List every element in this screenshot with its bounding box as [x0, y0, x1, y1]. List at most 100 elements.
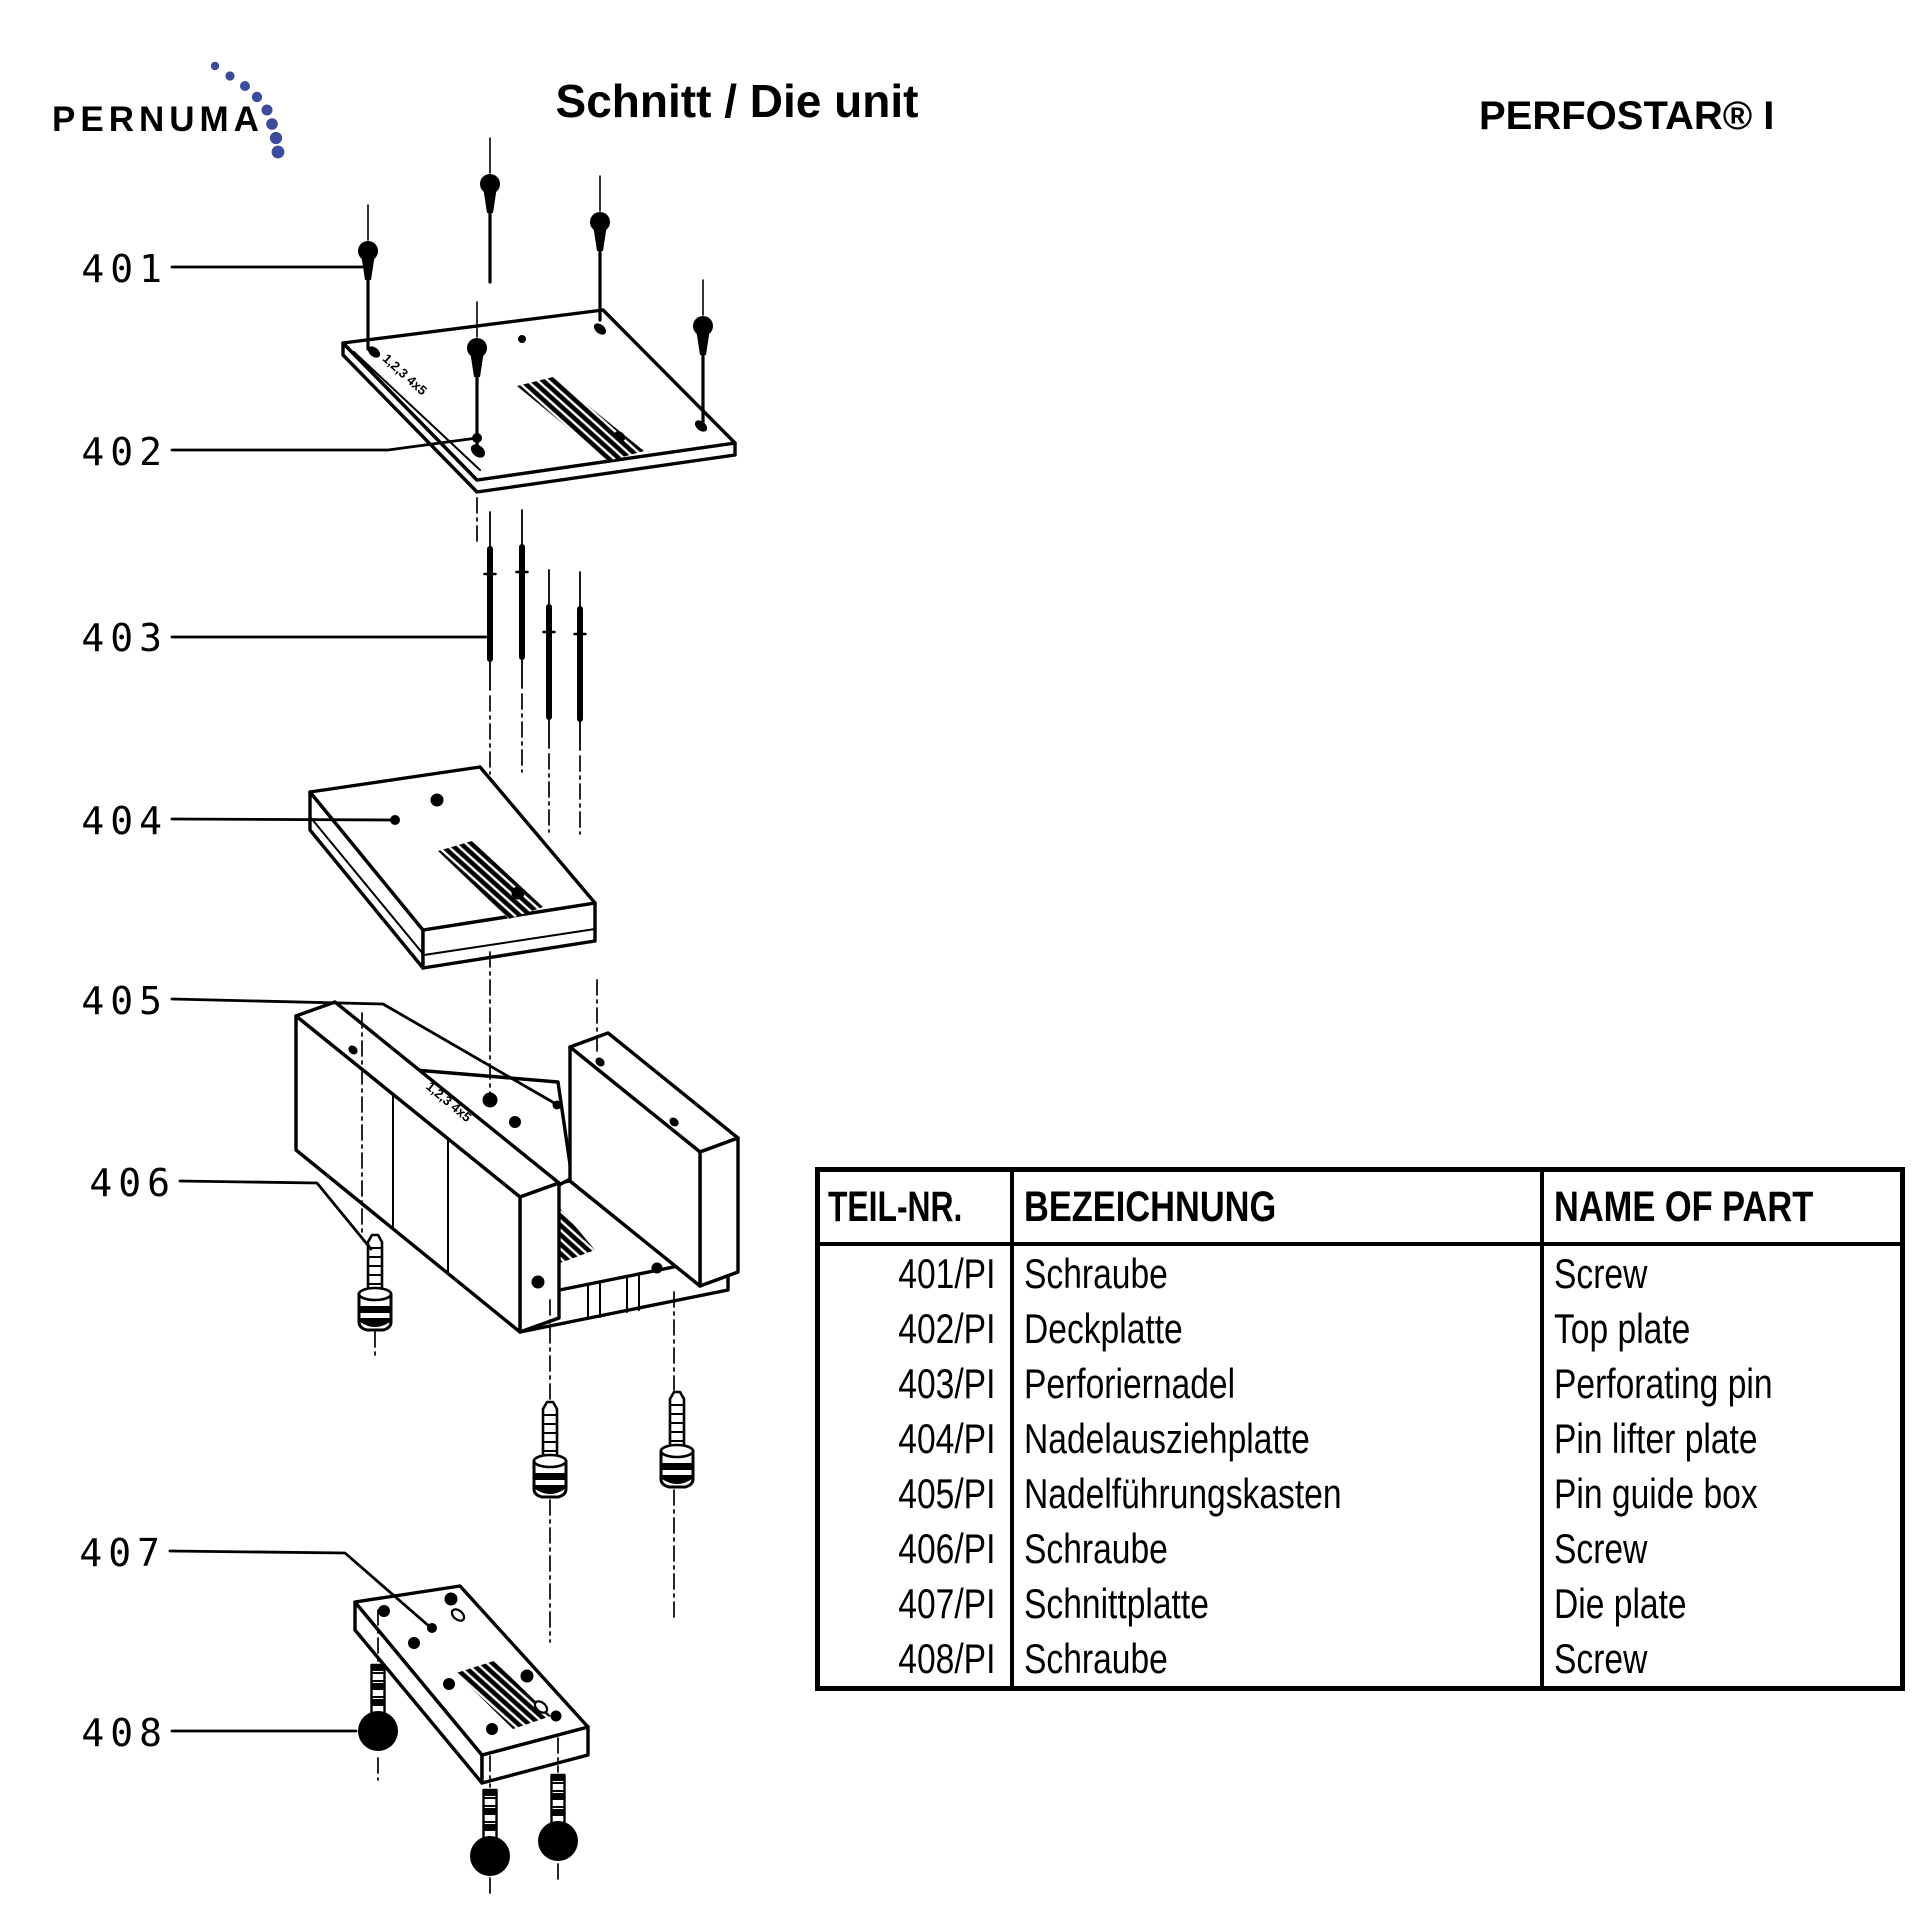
leader-line-407 — [168, 1549, 432, 1629]
callouts: 401 402 403 404 405 406 407 408 — [79, 247, 562, 1755]
part-number: 407/PI — [898, 1579, 996, 1627]
left-wall-end-face — [518, 1181, 561, 1334]
col-header-bezeichnung: BEZEICHNUNG — [1023, 1182, 1276, 1231]
leader-line-404 — [170, 817, 395, 822]
top-plate-402: 1,2,3 4x5 — [341, 308, 737, 494]
part-number: 403/PI — [898, 1359, 996, 1407]
table-row: 408/PI Schraube Screw — [818, 1631, 1903, 1689]
table-row: 406/PI Schraube Screw — [818, 1521, 1903, 1576]
part-name-en: Top plate — [1553, 1304, 1690, 1352]
screw-401-glyph — [356, 203, 380, 351]
table-row: 402/PI Deckplatte Top plate — [818, 1301, 1903, 1356]
part-name-de: Schnittplatte — [1023, 1579, 1209, 1627]
wall-hole — [595, 1057, 605, 1067]
die-plate-perforation-band — [456, 1661, 551, 1729]
right-wall-end-face — [698, 1136, 740, 1288]
part-number: 408/PI — [898, 1634, 996, 1682]
perforating-pins-403 — [483, 508, 587, 836]
part-name-en: Screw — [1553, 1249, 1647, 1297]
leader-line-402 — [170, 436, 479, 452]
part-number: 401/PI — [898, 1249, 996, 1297]
callout-label-406: 406 — [89, 1161, 176, 1205]
table-row: 405/PI Nadelführungskasten Pin guide box — [818, 1466, 1903, 1521]
part-name-de: Schraube — [1023, 1634, 1168, 1682]
part-name-en: Pin guide box — [1553, 1469, 1758, 1517]
part-name-de: Schraube — [1023, 1524, 1168, 1572]
plate-hole-small — [518, 335, 526, 343]
col-header-name-of-part: NAME OF PART — [1553, 1182, 1813, 1231]
callout-label-405: 405 — [81, 979, 168, 1023]
plate-hole — [378, 1605, 390, 1617]
base-hole — [651, 1262, 663, 1274]
leader-line-405 — [170, 997, 558, 1106]
screw-406-glyph — [659, 1390, 695, 1489]
callout-label-401: 401 — [81, 247, 168, 291]
plate-hole — [408, 1637, 420, 1649]
plate-hole — [430, 793, 444, 807]
deck-hole — [509, 1116, 521, 1128]
screw-401-glyph — [588, 174, 612, 322]
screw-406-glyph — [357, 1233, 393, 1332]
plate-open-hole — [450, 1608, 466, 1622]
screw-401-glyph — [478, 136, 502, 284]
wall-hole — [669, 1117, 679, 1127]
plate-hole — [470, 444, 486, 458]
logo-wordmark: PERNUMA — [52, 100, 264, 139]
perforating-pin-glyph — [515, 508, 529, 774]
base-notches — [587, 1274, 640, 1320]
plate-hole — [443, 1678, 455, 1690]
screw-408-glyph — [468, 1788, 512, 1878]
perforating-pin-glyph — [573, 570, 587, 836]
logo-dots-icon — [210, 61, 285, 159]
parts-table-header-row: TEIL-NR. BEZEICHNUNG NAME OF PART — [817, 1169, 1903, 1246]
leader-dot — [427, 1623, 437, 1633]
part-name-de: Schraube — [1023, 1249, 1168, 1297]
plate-hole — [593, 323, 607, 335]
part-number: 402/PI — [898, 1304, 996, 1352]
part-name-de: Nadelführungskasten — [1023, 1469, 1342, 1517]
pin-lifter-plate-404 — [308, 765, 597, 970]
table-row: 407/PI Schnittplatte Die plate — [818, 1576, 1903, 1631]
part-name-de: Nadelausziehplatte — [1023, 1414, 1310, 1462]
screw-408-glyph — [356, 1663, 400, 1753]
right-wall-front-face — [568, 1045, 702, 1288]
part-name-en: Screw — [1553, 1524, 1647, 1572]
leader-dot — [472, 433, 482, 443]
perforating-pin-glyph — [542, 568, 556, 834]
part-name-de: Deckplatte — [1023, 1304, 1183, 1352]
part-name-en: Pin lifter plate — [1553, 1414, 1758, 1462]
part-number: 405/PI — [898, 1469, 996, 1517]
part-name-en: Perforating pin — [1553, 1359, 1773, 1407]
plate-open-hole — [533, 1700, 549, 1714]
left-wall-front-face — [294, 1014, 522, 1334]
col-header-teil-nr: TEIL-NR. — [828, 1182, 963, 1231]
deck-hole — [482, 1092, 498, 1108]
table-row: 401/PI Schraube Screw — [818, 1244, 1903, 1301]
callout-label-402: 402 — [81, 430, 168, 474]
part-name-en: Screw — [1553, 1634, 1647, 1682]
leader-dot — [390, 815, 400, 825]
plate-hole — [511, 886, 525, 900]
callout-label-403: 403 — [81, 616, 168, 660]
die-plate-407 — [353, 1584, 590, 1785]
part-name-de: Perforiernadel — [1023, 1359, 1235, 1407]
leader-line-406 — [178, 1179, 373, 1251]
plate-hole — [444, 1592, 458, 1606]
callout-label-407: 407 — [79, 1531, 166, 1575]
parts-table: TEIL-NR. BEZEICHNUNG NAME OF PART 401/PI… — [815, 1167, 1906, 1691]
callout-label-404: 404 — [81, 799, 168, 843]
callout-label-408: 408 — [81, 1711, 168, 1755]
plate-hole — [520, 1669, 534, 1683]
table-row: 404/PI Nadelausziehplatte Pin lifter pla… — [818, 1411, 1903, 1466]
page-title: Schnitt / Die unit — [556, 75, 919, 127]
screw-408-glyph — [536, 1773, 580, 1863]
plate-hole — [367, 346, 381, 358]
top-plate-perforation-band — [517, 377, 644, 461]
pin-guide-box-405: 1,2,3 4x5 — [294, 1000, 740, 1334]
wall-hole — [348, 1045, 358, 1055]
plate-hole — [550, 1710, 562, 1722]
table-row: 403/PI Perforiernadel Perforating pin — [818, 1356, 1903, 1411]
product-name: PERFOSTAR® I — [1479, 94, 1774, 138]
die-unit-drawing: 1,2,3 4x5 — [79, 136, 740, 1899]
